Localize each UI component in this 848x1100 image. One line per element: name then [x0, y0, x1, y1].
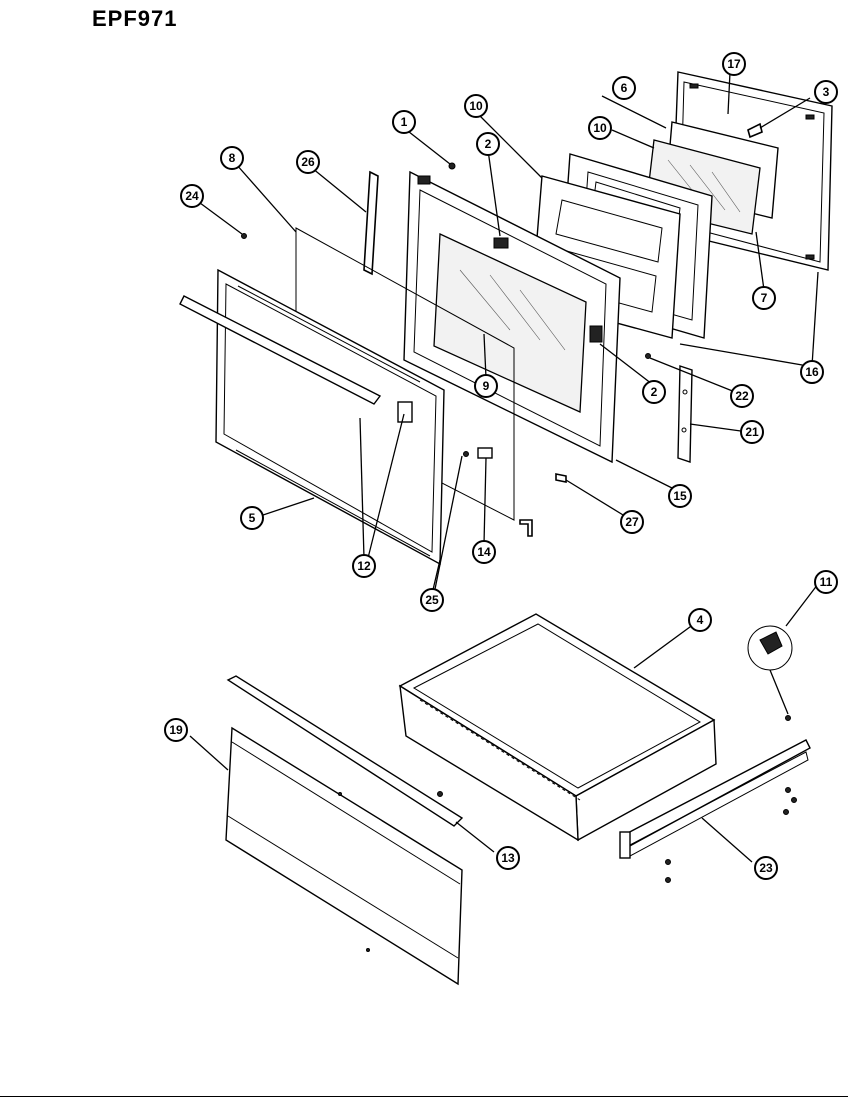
callout-5: 5 — [240, 506, 264, 530]
drawer-top-trim — [226, 675, 464, 827]
callout-27: 27 — [620, 510, 644, 534]
drawer-clip-detail — [747, 625, 793, 671]
callout-label: 10 — [593, 121, 607, 135]
callout-13: 13 — [496, 846, 520, 870]
callout-10: 10 — [464, 94, 488, 118]
callout-12: 12 — [352, 554, 376, 578]
callout-8: 8 — [220, 146, 244, 170]
trim-screw — [437, 791, 443, 797]
oven-door-inner-panel — [403, 170, 621, 464]
callout-label: 19 — [169, 723, 183, 737]
callout-label: 13 — [501, 851, 515, 865]
callout-label: 22 — [735, 389, 749, 403]
callout-19: 19 — [164, 718, 188, 742]
callout-2: 2 — [476, 132, 500, 156]
callout-label: 12 — [357, 559, 371, 573]
rail-screw — [665, 859, 671, 865]
callout-label: 3 — [823, 85, 830, 99]
drawer-front-panel — [225, 726, 463, 986]
door-handle — [179, 295, 382, 405]
screw-1 — [448, 162, 456, 170]
callout-2: 2 — [642, 380, 666, 404]
callout-label: 24 — [185, 189, 199, 203]
callout-label: 26 — [301, 155, 315, 169]
callout-21: 21 — [740, 420, 764, 444]
side-strip — [363, 170, 379, 276]
callout-15: 15 — [668, 484, 692, 508]
handle-bracket — [397, 401, 413, 423]
callout-label: 8 — [229, 151, 236, 165]
callout-25: 25 — [420, 588, 444, 612]
callout-label: 16 — [805, 365, 819, 379]
callout-26: 26 — [296, 150, 320, 174]
callout-17: 17 — [722, 52, 746, 76]
leader-lines — [189, 71, 819, 863]
callout-label: 5 — [249, 511, 256, 525]
callout-16: 16 — [800, 360, 824, 384]
hinge-pin — [555, 473, 567, 483]
callout-22: 22 — [730, 384, 754, 408]
rail-screw — [665, 877, 671, 883]
drawer-body — [398, 613, 717, 842]
corner-bracket — [519, 519, 533, 537]
callout-4: 4 — [688, 608, 712, 632]
clip-part — [747, 122, 763, 139]
callout-6: 6 — [612, 76, 636, 100]
callout-label: 2 — [485, 137, 492, 151]
callout-label: 14 — [477, 545, 491, 559]
callout-label: 4 — [697, 613, 704, 627]
callout-label: 25 — [425, 593, 439, 607]
callout-3: 3 — [814, 80, 838, 104]
callout-label: 27 — [625, 515, 639, 529]
screw-25 — [463, 451, 469, 457]
rail-screw — [791, 797, 797, 803]
drawer-slide-rail — [619, 739, 811, 859]
callout-label: 11 — [820, 575, 833, 589]
callout-9: 9 — [474, 374, 498, 398]
screw-24 — [241, 233, 247, 239]
callout-10: 10 — [588, 116, 612, 140]
door-label — [477, 447, 493, 459]
callout-label: 21 — [745, 425, 759, 439]
callout-14: 14 — [472, 540, 496, 564]
model-number-title: EPF971 — [92, 6, 178, 31]
callout-label: 1 — [401, 115, 408, 129]
callout-label: 15 — [673, 489, 687, 503]
callout-label: 10 — [469, 99, 483, 113]
callout-label: 9 — [483, 379, 490, 393]
rail-screw — [783, 809, 789, 815]
callout-label: 23 — [759, 861, 773, 875]
callout-1: 1 — [392, 110, 416, 134]
callout-23: 23 — [754, 856, 778, 880]
callout-24: 24 — [180, 184, 204, 208]
callout-label: 17 — [727, 57, 741, 71]
page-bottom-rule — [0, 1096, 848, 1097]
callout-label: 7 — [761, 291, 768, 305]
callout-label: 2 — [651, 385, 658, 399]
callout-label: 6 — [621, 81, 628, 95]
rail-screw — [785, 787, 791, 793]
rail-screw — [785, 715, 791, 721]
callout-7: 7 — [752, 286, 776, 310]
hinge-bracket — [677, 365, 693, 463]
callout-11: 11 — [814, 570, 838, 594]
screw-22 — [645, 353, 651, 359]
